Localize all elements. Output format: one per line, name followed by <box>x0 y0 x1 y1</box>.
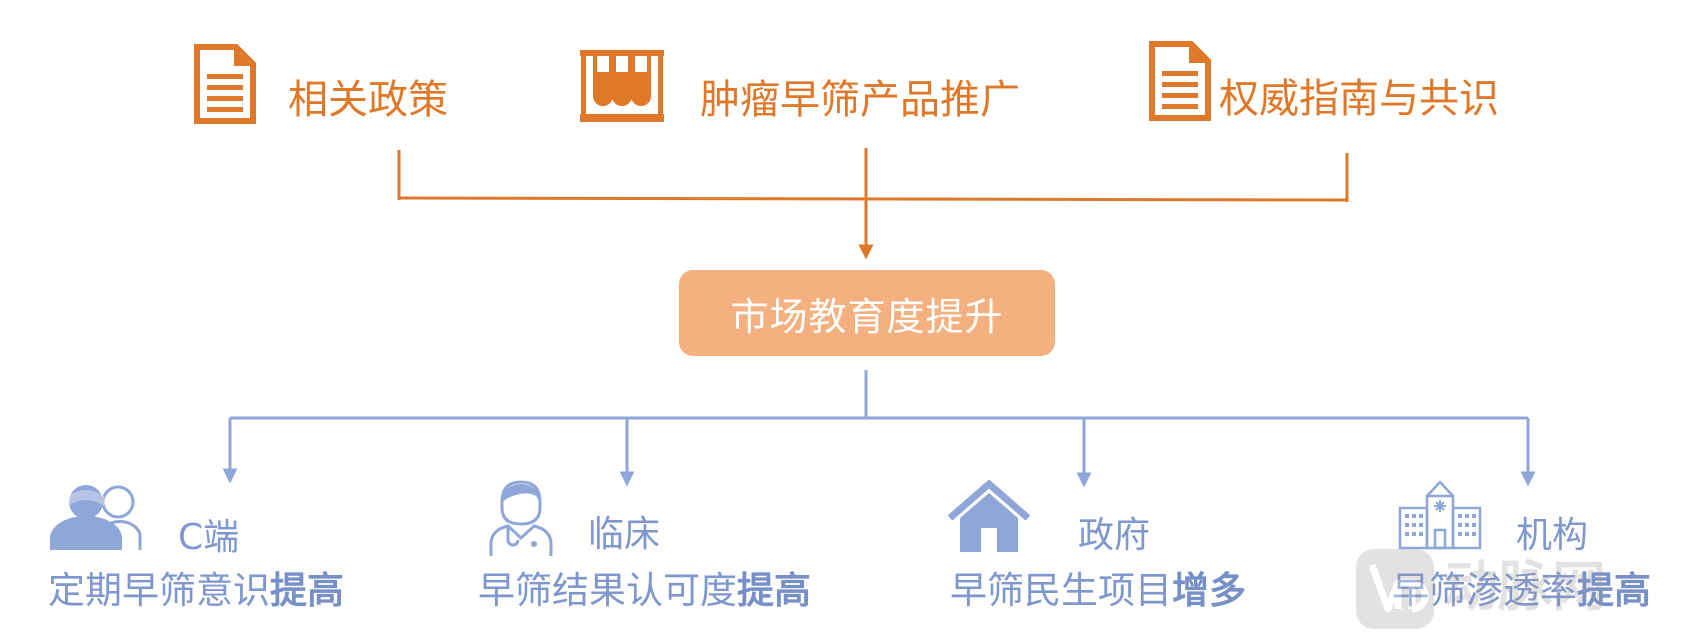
category-label: C端 <box>178 517 240 558</box>
outcome-highlight: 提高 <box>737 569 811 612</box>
center-label: 市场教育度提升 <box>730 294 1004 339</box>
outcome-prefix: 早筛结果认可度 <box>478 569 737 612</box>
outcome-highlight: 提高 <box>270 569 344 612</box>
outcome-text: 定期早筛意识提高 <box>48 570 344 612</box>
users-icon <box>50 485 142 550</box>
center-box: 市场教育度提升 <box>679 270 1055 356</box>
category-label: 机构 <box>1516 515 1589 556</box>
category-label: 政府 <box>1078 515 1151 556</box>
top-item-label: 肿瘤早筛产品推广 <box>700 77 1020 123</box>
top-item-label: 相关政策 <box>288 77 448 123</box>
bottom-connector <box>222 370 1536 488</box>
watermark-text: 动脉网 <box>1444 555 1606 618</box>
outcome-text: 早筛结果认可度提高 <box>478 570 811 612</box>
category-label: 临床 <box>588 514 661 555</box>
document-icon <box>1149 41 1211 121</box>
outcome-text: 早筛民生项目增多 <box>950 570 1246 612</box>
doctor-icon <box>489 480 553 556</box>
outcome-prefix: 早筛渗透率 <box>1392 569 1577 612</box>
outcome-prefix: 早筛民生项目 <box>950 569 1172 612</box>
house-icon <box>948 480 1030 552</box>
hospital-icon <box>1398 480 1482 550</box>
document-icon <box>194 44 256 124</box>
top-connector <box>397 148 1349 260</box>
outcome-text: 早筛渗透率提高 <box>1392 570 1651 612</box>
test-tubes-icon <box>580 50 664 122</box>
watermark: 动脉网 <box>1354 545 1700 635</box>
outcome-highlight: 增多 <box>1172 569 1246 612</box>
top-item-label: 权威指南与共识 <box>1219 76 1499 122</box>
watermark-logo-icon <box>1356 549 1434 629</box>
outcome-prefix: 定期早筛意识 <box>48 569 270 612</box>
outcome-highlight: 提高 <box>1577 569 1651 612</box>
